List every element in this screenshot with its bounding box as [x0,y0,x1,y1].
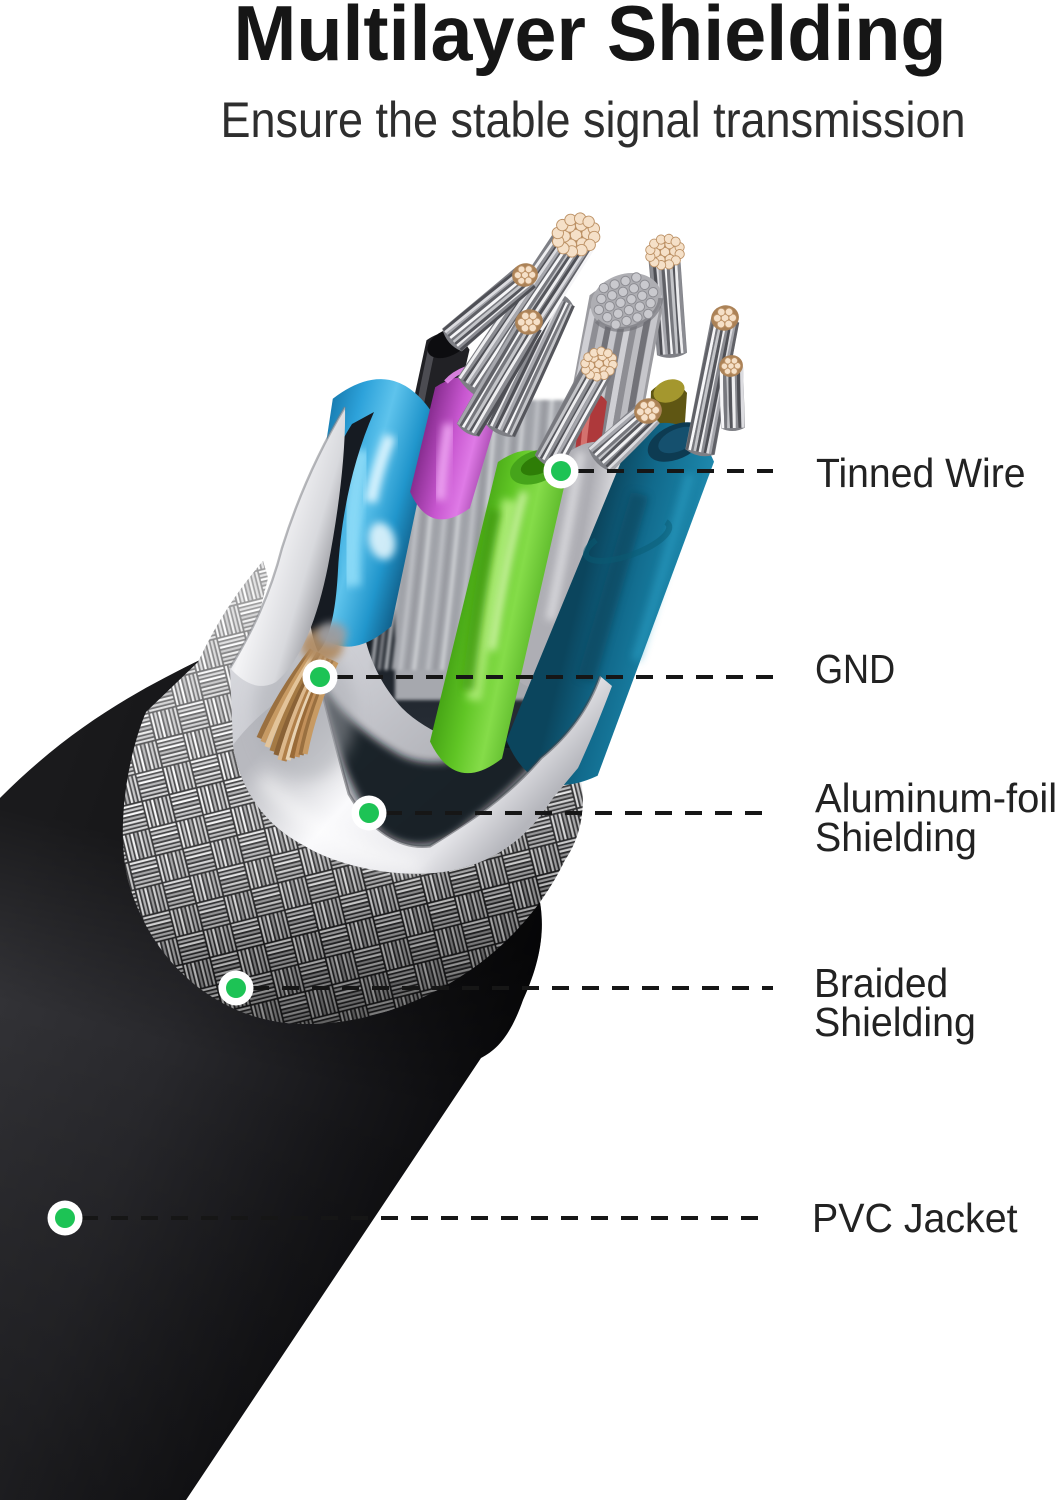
svg-text:Shielding: Shielding [815,814,977,860]
svg-text:Aluminum-foil: Aluminum-foil [815,775,1057,822]
svg-text:GND: GND [815,647,895,693]
svg-text:PVC Jacket: PVC Jacket [812,1195,1018,1241]
svg-text:Ensure the stable signal trans: Ensure the stable signal transmission [220,93,965,149]
svg-text:Braided: Braided [814,961,948,1006]
svg-text:Shielding: Shielding [814,999,976,1045]
svg-text:Multilayer Shielding: Multilayer Shielding [233,0,946,77]
svg-text:Tinned Wire: Tinned Wire [816,451,1026,496]
